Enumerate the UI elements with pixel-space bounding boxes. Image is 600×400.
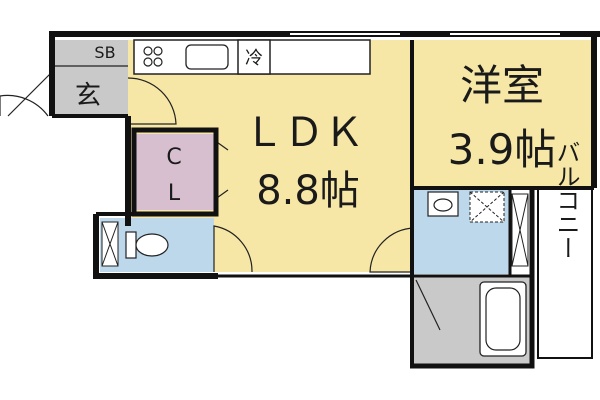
ldk-size-label: 8.8帖: [256, 168, 360, 214]
fridge-space: [237, 39, 271, 75]
entrance-floor: [52, 40, 128, 116]
fridge-label: 冷: [245, 48, 263, 69]
balcony-label: バルコニー: [552, 140, 580, 260]
toilet-icon: [125, 231, 169, 259]
stove-icon: [143, 46, 163, 67]
closet-floor: [134, 134, 214, 210]
washing-machine-pan-icon: [469, 191, 505, 223]
closet-label-l: L: [168, 181, 181, 206]
entry-step-door-swing: [127, 77, 177, 125]
storage-cross: [511, 193, 529, 267]
entrance-label: 玄: [75, 81, 101, 111]
entrance-door: [7, 71, 53, 117]
western-room-floor: [414, 40, 594, 186]
ldk-name-label: ＬＤＫ: [244, 110, 364, 156]
sink-icon: [185, 44, 229, 70]
walls: [49, 31, 600, 369]
closet-label-c: C: [166, 145, 181, 170]
entrance-door-swing: [0, 94, 49, 117]
balcony-floor: [538, 190, 590, 358]
western-room-size-label: 3.9帖: [448, 125, 557, 174]
shoe-box-label: SB: [94, 43, 115, 62]
toilet-storage-cross: [101, 221, 119, 267]
bathroom-door: [415, 279, 441, 331]
balcony-railing: [537, 190, 593, 359]
bathtub-icon: [479, 281, 527, 357]
toilet-door-swing: [213, 225, 253, 273]
washbasin-icon: [427, 191, 459, 217]
western-room-name-label: 洋室: [460, 61, 544, 110]
washroom-door-swing: [369, 227, 415, 273]
